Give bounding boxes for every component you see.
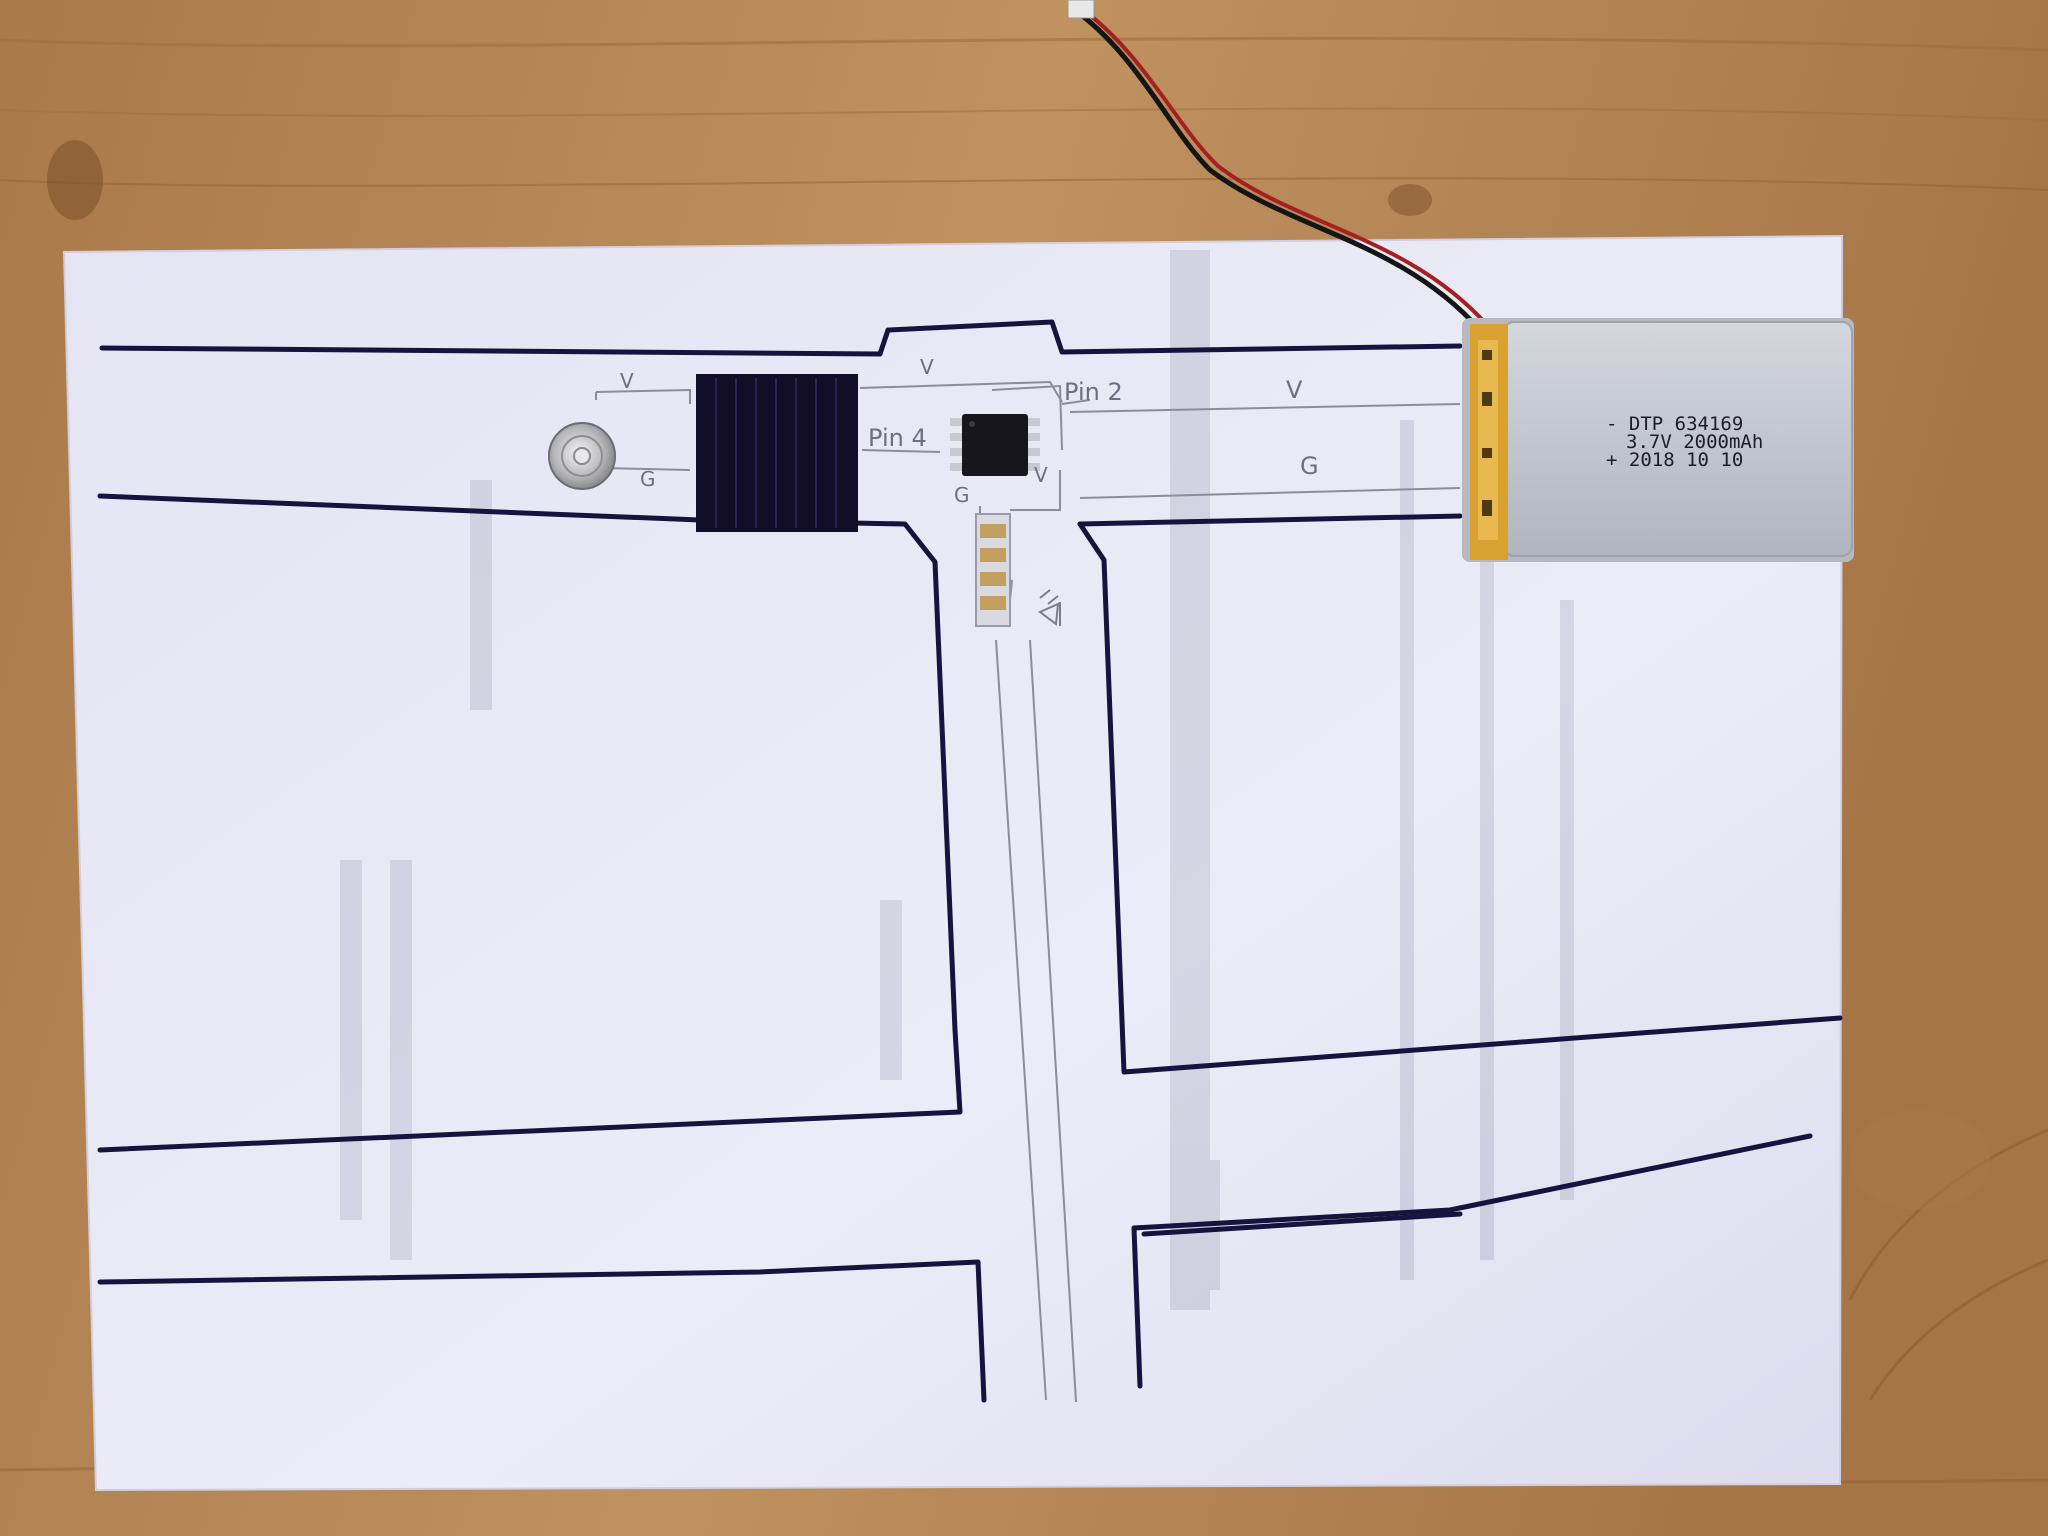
label-top-v: V [920, 355, 934, 379]
label-left-v: V [620, 369, 634, 393]
label-left-g: G [640, 467, 656, 491]
label-chip-g: G [954, 483, 970, 507]
label-chip-v: V [1034, 463, 1048, 487]
battery-label-line2: 3.7V 2000mAh [1626, 431, 1763, 453]
ink-traces [97, 319, 1843, 1403]
snap-button-icon [548, 422, 616, 490]
battery-wire [1067, 0, 1490, 333]
battery-label-line3: + 2018 10 10 [1606, 449, 1743, 471]
label-pin2: Pin 2 [1064, 378, 1123, 406]
label-pin4: Pin 4 [868, 424, 927, 452]
paper-sheet [62, 234, 1844, 1492]
label-right-v: V [1286, 376, 1303, 404]
ic-chip-icon [950, 414, 1040, 476]
led-symbol-icon [1038, 589, 1061, 626]
led-strip-connector [975, 513, 1011, 627]
lipo-battery: - DTP 634169 3.7V 2000mAh + 2018 10 10 [1462, 318, 1854, 562]
label-right-g: G [1300, 452, 1319, 480]
battery-label-line1: - DTP 634169 [1606, 413, 1743, 435]
conductive-foam-pad [696, 374, 858, 532]
wood-knot [47, 140, 103, 220]
